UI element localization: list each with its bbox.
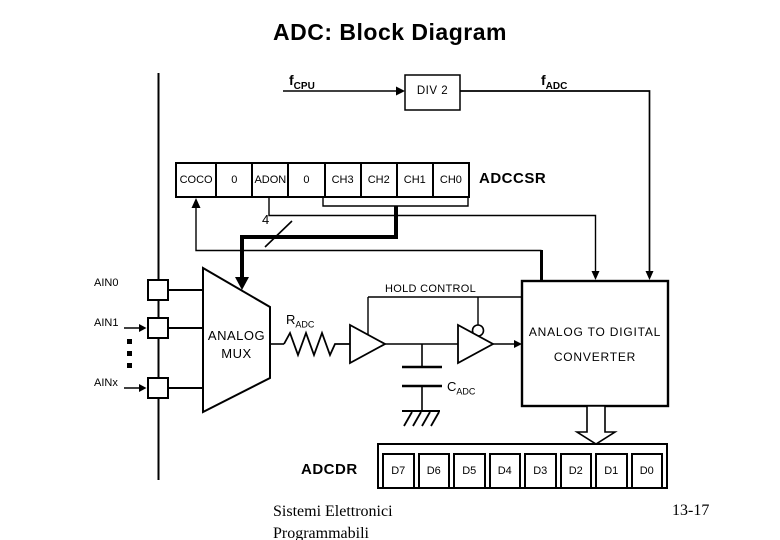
channel-bracket [322, 198, 469, 207]
channel-select-bus [240, 206, 398, 278]
ellipsis-dots-icon [127, 339, 132, 368]
mux-label-line2: MUX [221, 346, 252, 361]
adcdr-bit-d5: D5 [453, 453, 486, 487]
bus-width-label: 4 [262, 212, 270, 227]
adcdr-bit-d0: D0 [630, 453, 663, 487]
coco-wire [195, 207, 542, 252]
mux-label-line1: ANALOG [207, 328, 266, 343]
resistor-icon [283, 330, 350, 358]
ainx-arrow-icon [139, 384, 147, 392]
footer-course-line2: Programmabili [273, 525, 369, 540]
ain1-label: AIN1 [94, 317, 119, 329]
adcdr-bit-row: D7 D6 D5 D4 D3 D2 D1 D0 [379, 453, 666, 487]
adccsr-bit-ch3: CH3 [323, 164, 360, 196]
fadc-wire [460, 90, 651, 272]
fadc-arrow-icon [645, 271, 654, 280]
converter-input-arrow-icon [514, 340, 522, 348]
adcdr-bit-d2: D2 [559, 453, 592, 487]
cadc-label: CADC [447, 379, 476, 397]
adcdr-register: D7 D6 D5 D4 D3 D2 D1 D0 [377, 443, 668, 489]
adcdr-bit-d4: D4 [488, 453, 521, 487]
ain1-arrow-icon [139, 324, 147, 332]
ain1-pad [147, 317, 169, 339]
adccsr-bit-6: 0 [215, 164, 251, 196]
adon-arrow-icon [591, 271, 600, 280]
adcdr-top-band [379, 445, 666, 453]
adon-wire [268, 198, 597, 272]
converter-label-line1: ANALOG TO DIGITAL [528, 325, 662, 339]
channel-select-arrow-icon [235, 277, 249, 290]
footer-course-line1: Sistemi Elettronici [273, 503, 393, 520]
adcdr-bit-d6: D6 [417, 453, 450, 487]
ain0-label: AIN0 [94, 277, 119, 289]
converter-label-line2: CONVERTER [553, 350, 637, 364]
adcdr-register-name: ADCDR [301, 461, 358, 478]
adccsr-bit-coco: COCO [179, 174, 213, 186]
page-title: ADC: Block Diagram [273, 19, 507, 45]
radc-label: RADC [286, 312, 315, 330]
hold-buffer-triangle [457, 323, 495, 365]
footer-course-name: Sistemi Elettronici Programmabili [273, 501, 393, 540]
fcpu-arrow-icon [396, 86, 405, 96]
input-pad-wires [168, 289, 203, 389]
adccsr-bit-ch2: CH2 [359, 164, 396, 196]
adcdr-bit-d1: D1 [595, 453, 628, 487]
result-hollow-arrow-icon [574, 405, 618, 445]
adccsr-bit-ch1: CH1 [395, 164, 432, 196]
analog-mux-shape [202, 266, 271, 414]
div2-label: DIV 2 [416, 85, 449, 97]
ainx-label: AINx [94, 377, 118, 389]
fcpu-label: fCPU [289, 72, 315, 92]
adccsr-bit-adon: ADON [251, 164, 287, 196]
coco-arrow-icon [191, 198, 201, 208]
adcdr-bit-d7: D7 [382, 453, 415, 487]
ground-icon [402, 410, 440, 427]
adc-converter-box [520, 279, 670, 408]
page-number: 13-17 [672, 502, 710, 519]
ainx-pad [147, 377, 169, 399]
adccsr-bit-ch0: CH0 [431, 164, 468, 196]
adccsr-bit-4: 0 [287, 164, 323, 196]
hold-control-label: HOLD CONTROL [385, 283, 476, 295]
bus-width-slash-icon [264, 220, 293, 248]
adccsr-register-name: ADCCSR [479, 170, 547, 187]
div2-box [404, 74, 461, 111]
adccsr-register: COCO 0 ADON 0 CH3 CH2 CH1 CH0 [175, 162, 470, 198]
adcdr-bit-d3: D3 [524, 453, 557, 487]
ain0-pad [147, 279, 169, 301]
fadc-label: fADC [541, 72, 568, 92]
